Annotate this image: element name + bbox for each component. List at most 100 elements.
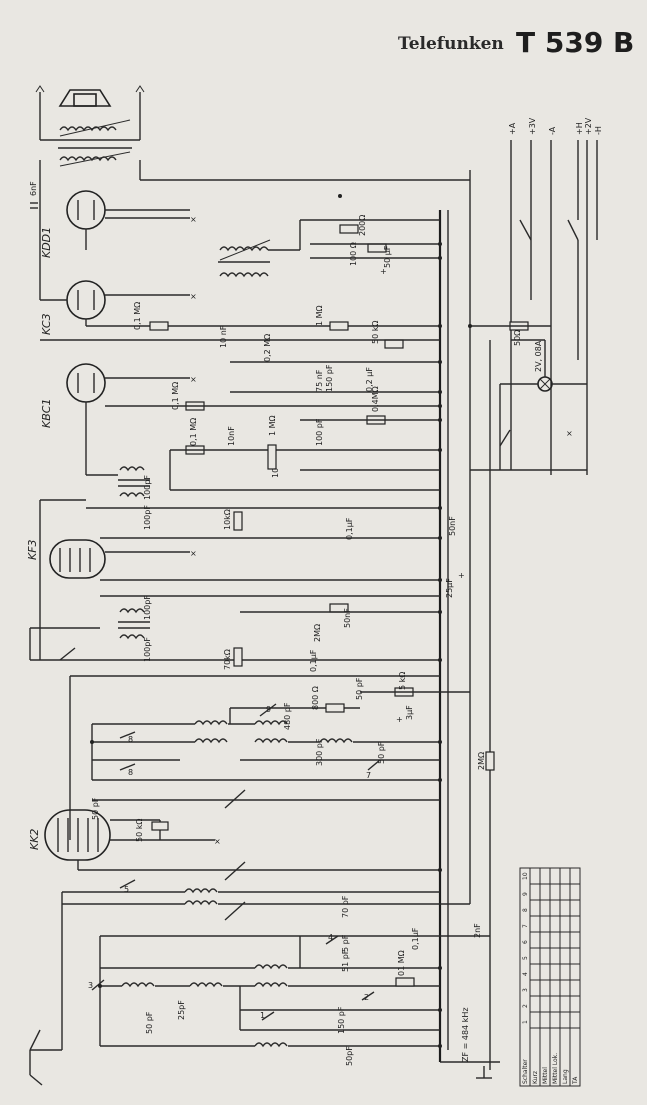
r-01m-c-label: 0,1 MΩ bbox=[189, 418, 198, 446]
zf-label: ZF = 484 kHz bbox=[461, 1007, 470, 1062]
svg-text:×: × bbox=[566, 429, 573, 438]
c-50pf-kk2-label: 50 pF bbox=[91, 797, 100, 820]
c-70pf-label: 70 pF bbox=[341, 895, 350, 918]
c-100pf-a-label: 100pF bbox=[143, 475, 152, 500]
c-100pf-label: 100 pF bbox=[315, 418, 324, 446]
switch-table-col-label: 6 bbox=[522, 940, 529, 944]
switch-table-col-label: 10 bbox=[522, 872, 529, 880]
switch-10: 10 bbox=[271, 468, 280, 478]
oscillator-coils bbox=[91, 703, 440, 781]
switch-lamp bbox=[499, 429, 511, 447]
switch-1: 1 bbox=[260, 1011, 265, 1020]
r-200-label: 200Ω bbox=[358, 215, 367, 236]
svg-text:×: × bbox=[214, 837, 221, 846]
c-100pf-c-label: 100pF bbox=[143, 595, 152, 620]
switch-table-col-label: 4 bbox=[522, 972, 529, 976]
tuning-cap-3 bbox=[224, 901, 246, 921]
tube-kk2 bbox=[44, 809, 440, 871]
c-50nf-label: 50nF bbox=[448, 516, 457, 536]
supply-terminals: +A +3V -A +H +2V -H bbox=[508, 117, 603, 475]
r-04m-label: 0,4MΩ bbox=[371, 386, 380, 412]
r-01m-d bbox=[395, 977, 415, 987]
r-200 bbox=[339, 224, 359, 234]
switch-8a: 8 bbox=[128, 735, 133, 744]
c-51pf-label: 51 pF bbox=[341, 949, 350, 972]
term-minus-h: -H bbox=[594, 126, 603, 135]
c-150pf-b-label: 150 pF bbox=[337, 1006, 346, 1034]
term-plus-2v: +2V bbox=[584, 117, 593, 135]
r-01m-d-label: 01 MΩ bbox=[397, 950, 406, 976]
r-70k-label: 70kΩ bbox=[223, 649, 232, 670]
c-10nf-label: 10 nF bbox=[219, 325, 228, 348]
label-kdd1: KDD1 bbox=[40, 227, 53, 258]
term-plus-h: +H bbox=[575, 122, 584, 135]
svg-text:×: × bbox=[190, 375, 197, 384]
switch-table-row-label: TA bbox=[572, 1076, 579, 1085]
svg-text:+: + bbox=[380, 267, 387, 276]
c-100pf-b-label: 100pF bbox=[143, 505, 152, 530]
r-70k bbox=[233, 647, 243, 667]
switch-2: 2 bbox=[364, 993, 369, 1002]
switch-table-row-label: Kurz bbox=[532, 1071, 539, 1084]
c-50pf-b-label: 50 pF bbox=[377, 741, 386, 764]
switch-table-col-label: 2 bbox=[522, 1004, 529, 1008]
switch-4: 4 bbox=[328, 933, 333, 942]
label-kk2: KK2 bbox=[28, 829, 41, 850]
tube-kc3 bbox=[40, 280, 440, 327]
if-transformer-2 bbox=[86, 466, 440, 509]
antenna-icon bbox=[29, 1029, 62, 1086]
label-kf3: KF3 bbox=[26, 539, 39, 560]
tube-kdd1 bbox=[66, 190, 190, 250]
r-1m-label: 1 MΩ bbox=[315, 305, 324, 326]
r-1m bbox=[329, 321, 349, 331]
switch-9: 9 bbox=[266, 705, 271, 714]
switch-table-col-label: 1 bbox=[522, 1020, 529, 1024]
r-800-label: 800 Ω bbox=[311, 686, 320, 710]
lamp-label: 2V, 08A bbox=[534, 340, 543, 372]
c-01uf-c-label: 0,1μF bbox=[411, 927, 420, 950]
r-10k bbox=[233, 511, 243, 531]
term-minus-a: -A bbox=[548, 126, 557, 135]
switch-table-row-label: Schalter bbox=[522, 1059, 529, 1084]
manufacturer-title: Telefunken bbox=[398, 34, 504, 54]
switch-table-col-label: 5 bbox=[522, 956, 529, 960]
tuning-cap-2 bbox=[224, 861, 246, 881]
c-50pf-c-label: 50 pF bbox=[145, 1011, 154, 1034]
c-50nf-b-label: 50nF bbox=[343, 608, 352, 628]
switch-8b: 8 bbox=[128, 768, 133, 777]
tube-kf3 bbox=[39, 499, 190, 660]
c-01uf-b-label: 0,1μF bbox=[309, 649, 318, 672]
switch-table-row-label: Mittel bbox=[542, 1067, 549, 1084]
c-25pf-label: 25pF bbox=[177, 1000, 186, 1020]
if-transformer-1 bbox=[29, 595, 440, 660]
r-01m bbox=[149, 321, 169, 331]
r-2m-b bbox=[485, 751, 495, 771]
r-50k bbox=[384, 339, 404, 349]
switch-table-col-label: 3 bbox=[522, 988, 529, 992]
c-150-label: 150 pF bbox=[325, 364, 334, 392]
c-6nf: 6nF bbox=[29, 181, 38, 196]
r-1m-pot-label: 1 MΩ bbox=[268, 415, 277, 436]
rf-coils bbox=[91, 935, 440, 1048]
lamp bbox=[500, 340, 587, 392]
r-50k-b bbox=[151, 821, 169, 831]
c-100pf-d-label: 100pF bbox=[143, 637, 152, 662]
r-2m-b-label: 2MΩ bbox=[477, 752, 486, 770]
term-plus-a: +A bbox=[508, 122, 517, 135]
tuning-cap-1 bbox=[224, 789, 246, 809]
label-kbc1: KBC1 bbox=[40, 399, 53, 428]
svg-text:×: × bbox=[190, 549, 197, 558]
r-01m-b-label: 0,1 MΩ bbox=[171, 382, 180, 410]
c-50uf-label: 50 μF bbox=[383, 245, 392, 268]
c-480pf-label: 480 pF bbox=[283, 702, 292, 730]
r-50k-b-label: 50 kΩ bbox=[135, 819, 144, 842]
c-02uf-label: 0,2 μF bbox=[365, 367, 374, 392]
tube-kbc1 bbox=[40, 339, 440, 475]
driver-transformer bbox=[218, 219, 440, 278]
r-50-label: 50Ω bbox=[513, 330, 522, 346]
switch-table-col-label: 9 bbox=[522, 892, 529, 896]
switch-table-col-label: 8 bbox=[522, 908, 529, 912]
